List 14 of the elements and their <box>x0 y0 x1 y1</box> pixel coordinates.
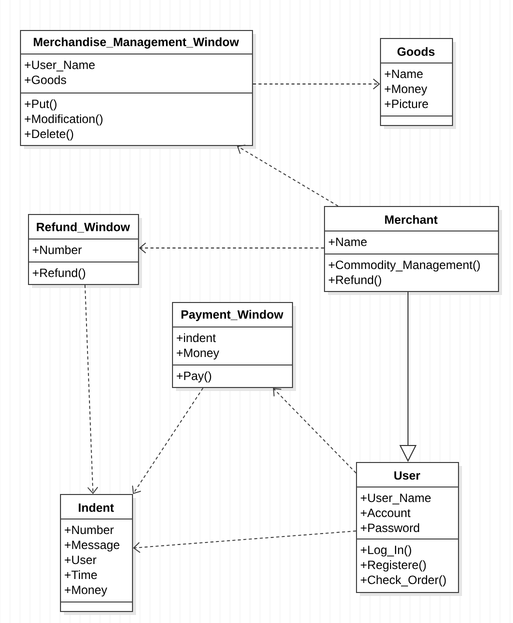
arrow <box>139 242 324 254</box>
class-box: Merchandise_Management_Window +User_Name +Goods +Put() +Modification() +Delete() <box>20 30 256 149</box>
class-box: Goods +Name +Money +Picture <box>380 38 456 129</box>
class-box: Payment_Window +indent +Money +Pay() <box>172 302 296 391</box>
arrow <box>132 388 204 494</box>
arrow <box>273 388 356 474</box>
arrow <box>84 284 98 494</box>
arrow <box>252 78 380 90</box>
arrow <box>237 144 338 206</box>
class-box: Indent +Number +Message +User +Time +Money <box>60 494 136 615</box>
class-box: Refund_Window +Number +Refund() <box>28 214 142 288</box>
class-box: Merchant +Name +Commodity_Management() +Refund() <box>324 206 502 295</box>
class-box: User +User_Name +Account +Password +Log_In() +Registere() +Check_Order() <box>356 462 462 596</box>
arrow <box>133 530 356 553</box>
